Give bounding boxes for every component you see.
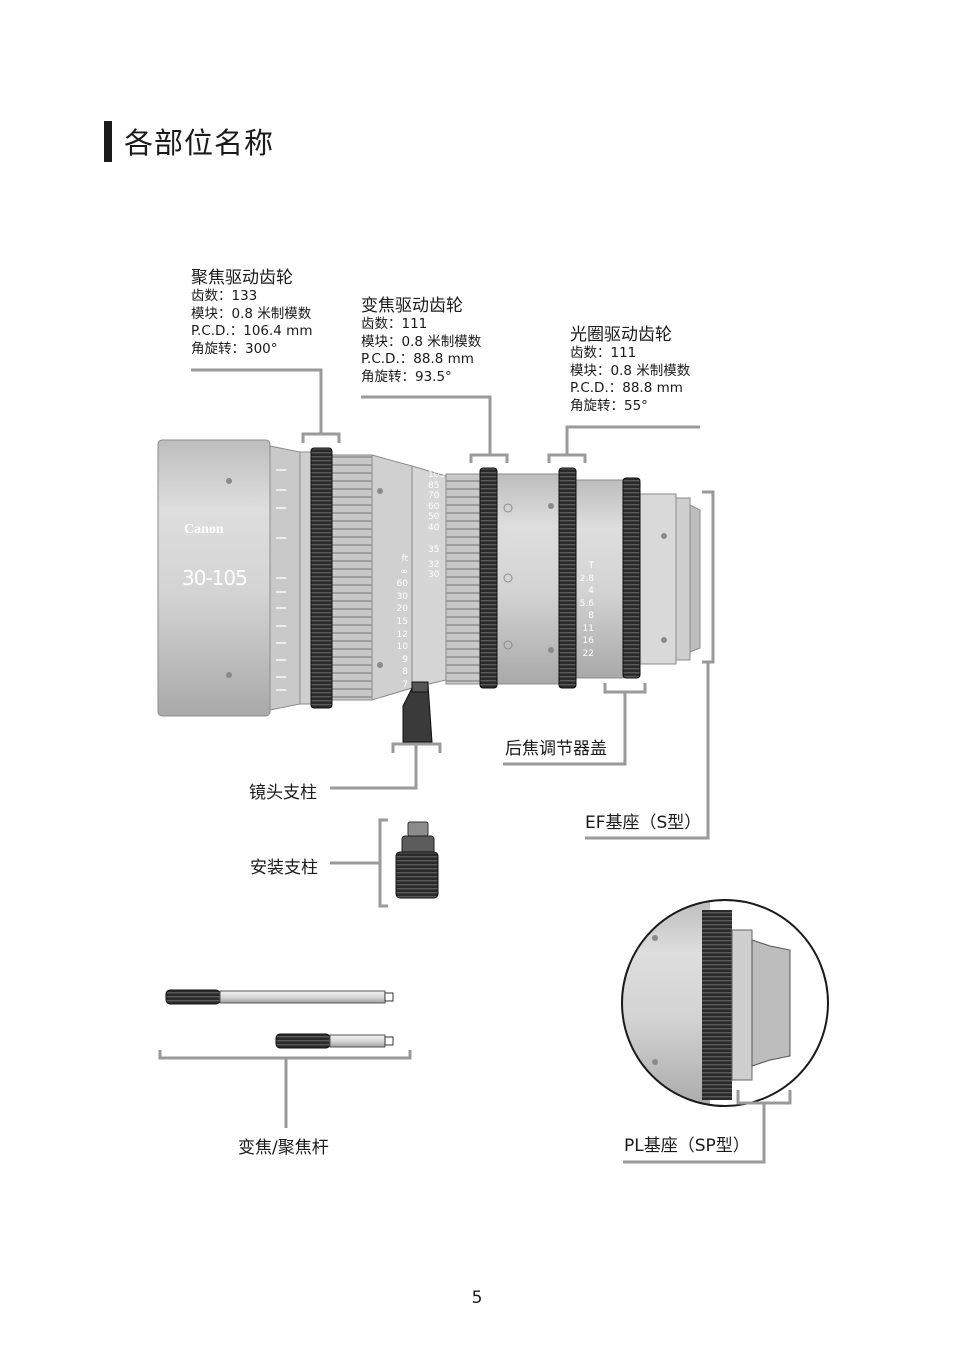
- iris-scale-mark: 22: [582, 648, 594, 659]
- mount-support-label: 安装支柱: [250, 858, 318, 878]
- focus-scale-mark: 12: [396, 629, 408, 640]
- zoom-scale-mark: 40: [428, 522, 440, 533]
- zoom-scale-mark: 30: [428, 570, 440, 580]
- iris-gear-ring: [558, 467, 577, 689]
- iris-gear-callout: 光圈驱动齿轮 齿数：111 模块：0.8 米制模数 P.C.D.：88.8 mm…: [570, 325, 690, 415]
- zoom-scale-mark: 50: [428, 512, 440, 522]
- iris-gear-teeth: 齿数：111: [570, 345, 637, 361]
- page-number: 5: [471, 1288, 483, 1308]
- pl-mount-inset: [621, 899, 829, 1107]
- lens-support-foot: [402, 683, 433, 743]
- callout-leaders: [158, 368, 792, 1164]
- focus-scale-mark: 20: [396, 604, 408, 615]
- page-title: 各部位名称: [124, 126, 275, 160]
- iris-scale-unit: T: [588, 561, 595, 571]
- iris-scale-mark: 5.6: [579, 598, 594, 609]
- iris-scale-mark: 8: [588, 611, 594, 621]
- iris-gear-title: 光圈驱动齿轮: [570, 325, 672, 345]
- focus-scale-mark: 15: [396, 616, 408, 627]
- focus-scale-mark: 8: [402, 667, 408, 678]
- focus-scale-mark: 10: [396, 642, 408, 653]
- focus-gear-rotation: 角旋转：300°: [191, 340, 278, 357]
- title-marker-bar: [104, 121, 112, 162]
- zoom-scale-mark: 35: [428, 545, 440, 555]
- zoom-gear-pcd: P.C.D.：88.8 mm: [361, 351, 474, 367]
- focus-gear-callout: 聚焦驱动齿轮 齿数：133 模块：0.8 米制模数 P.C.D.：106.4 m…: [191, 268, 312, 358]
- iris-gear-pcd: P.C.D.：88.8 mm: [570, 380, 683, 396]
- lens-model-number: 30-105: [182, 566, 248, 590]
- zoom-gear-rotation: 角旋转：93.5°: [361, 368, 452, 385]
- zoom-gear-module: 模块：0.8 米制模数: [361, 333, 482, 350]
- focus-gear-teeth: 齿数：133: [191, 288, 258, 304]
- iris-scale-mark: 16: [582, 636, 594, 646]
- iris-scale-mark: 4: [588, 586, 594, 596]
- focus-distance-scale: ft ∞ 60 30 20 15 12 10 9 8 7: [394, 553, 408, 692]
- focus-scale-mark: 60: [396, 579, 408, 590]
- zoom-gear-teeth: 齿数：111: [361, 316, 428, 332]
- iris-gear-rotation: 角旋转：55°: [570, 397, 648, 414]
- zoom-gear-callout: 变焦驱动齿轮 齿数：111 模块：0.8 米制模数 P.C.D.：88.8 mm…: [361, 296, 481, 386]
- pl-mount-label: PL基座（SP型）: [624, 1136, 750, 1156]
- lens-body: [157, 439, 701, 717]
- focus-gear-title: 聚焦驱动齿轮: [191, 268, 293, 288]
- zoom-scale-mark: 105: [428, 470, 446, 480]
- zoom-scale-mark: 85: [428, 480, 440, 491]
- zoom-focus-lever-label: 变焦/聚焦杆: [238, 1138, 329, 1158]
- focus-gear-module: 模块：0.8 米制模数: [191, 305, 312, 322]
- ef-mount-label: EF基座（S型）: [585, 813, 702, 833]
- focus-gear-pcd: P.C.D.：106.4 mm: [191, 323, 313, 339]
- zoom-gear-ring: [479, 467, 498, 689]
- iris-gear-module: 模块：0.8 米制模数: [570, 362, 691, 379]
- iris-t-stop-scale: T 2.8 4 5.6 8 11 16 22: [576, 560, 594, 660]
- zoom-scale-mark: 32: [428, 559, 440, 570]
- focus-scale-unit: ft: [401, 554, 408, 564]
- back-focus-cover-label: 后焦调节器盖: [505, 739, 607, 759]
- zoom-focus-lever-rods: [165, 989, 394, 1049]
- back-focus-ring: [622, 477, 641, 679]
- mount-support-part: [395, 821, 439, 899]
- zoom-gear-title: 变焦驱动齿轮: [361, 296, 463, 316]
- focus-scale-mark: 30: [396, 591, 408, 602]
- iris-scale-mark: 2.8: [579, 573, 594, 584]
- focus-scale-mark: 9: [402, 654, 408, 665]
- focus-gear-ring: [310, 447, 333, 709]
- iris-scale-mark: 11: [582, 623, 594, 634]
- focus-scale-mark: 7: [402, 679, 408, 690]
- lens-support-label: 镜头支柱: [249, 783, 317, 803]
- zoom-focal-scale: 105 85 70 60 50 40 35 32 30: [428, 470, 445, 581]
- zoom-scale-mark: 70: [428, 491, 440, 501]
- lens-brand-logo: Canon: [184, 522, 224, 537]
- focus-scale-mark: ∞: [400, 566, 409, 577]
- zoom-scale-mark: 60: [428, 501, 440, 512]
- focus-scale-ticks: [276, 469, 286, 691]
